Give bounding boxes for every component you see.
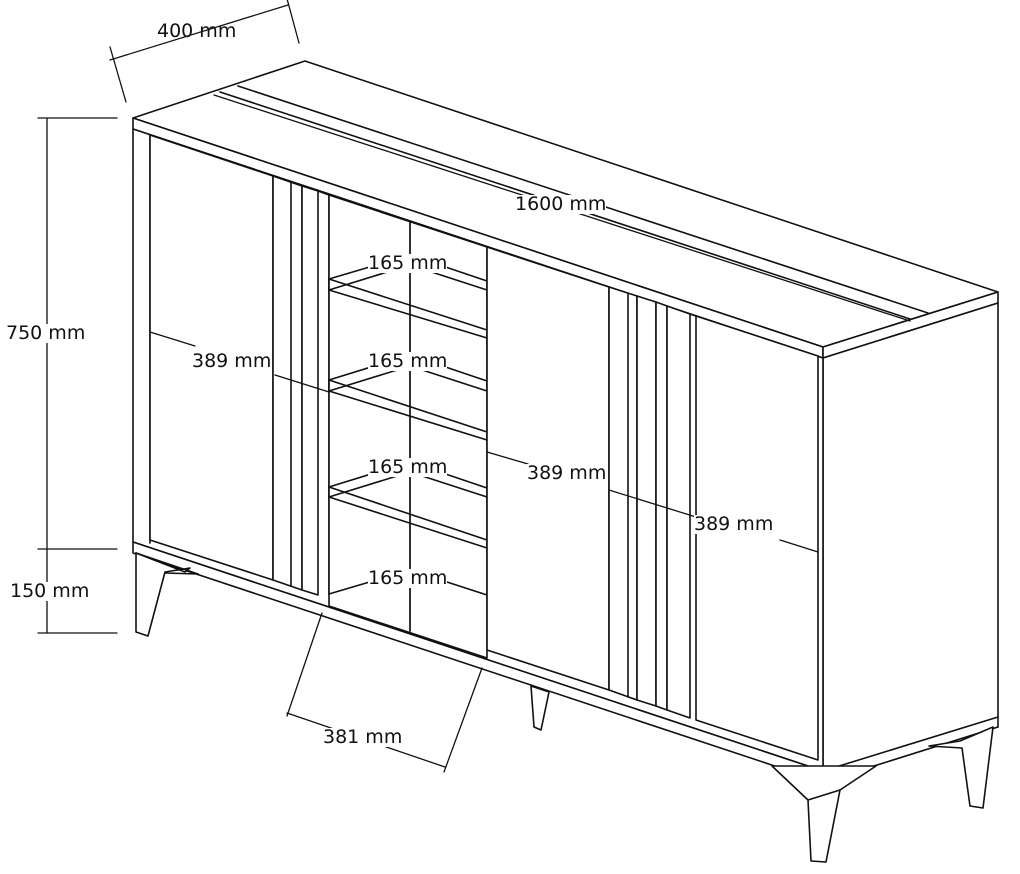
shelf-gap-3-label: 165 mm — [368, 456, 448, 478]
leg-height-dimension-label: 150 mm — [10, 580, 90, 602]
legs — [135, 552, 994, 863]
center-door-width-label: 389 mm — [527, 462, 607, 484]
shelf-gap-2-label: 165 mm — [368, 350, 448, 372]
width-dimension-label: 1600 mm — [515, 193, 607, 215]
body-height-dimension-label: 750 mm — [6, 322, 86, 344]
shelf-gap-1-label: 165 mm — [368, 252, 448, 274]
right-door-width-label: 389 mm — [694, 513, 774, 535]
cabinet-right-side — [822, 302, 999, 772]
depth-dimension-label: 400 mm — [157, 20, 237, 42]
open-section-width-label: 381 mm — [323, 726, 403, 748]
right-door — [695, 315, 819, 761]
shelf-gap-4-label: 165 mm — [368, 567, 448, 589]
left-door-width-label: 389 mm — [192, 350, 272, 372]
